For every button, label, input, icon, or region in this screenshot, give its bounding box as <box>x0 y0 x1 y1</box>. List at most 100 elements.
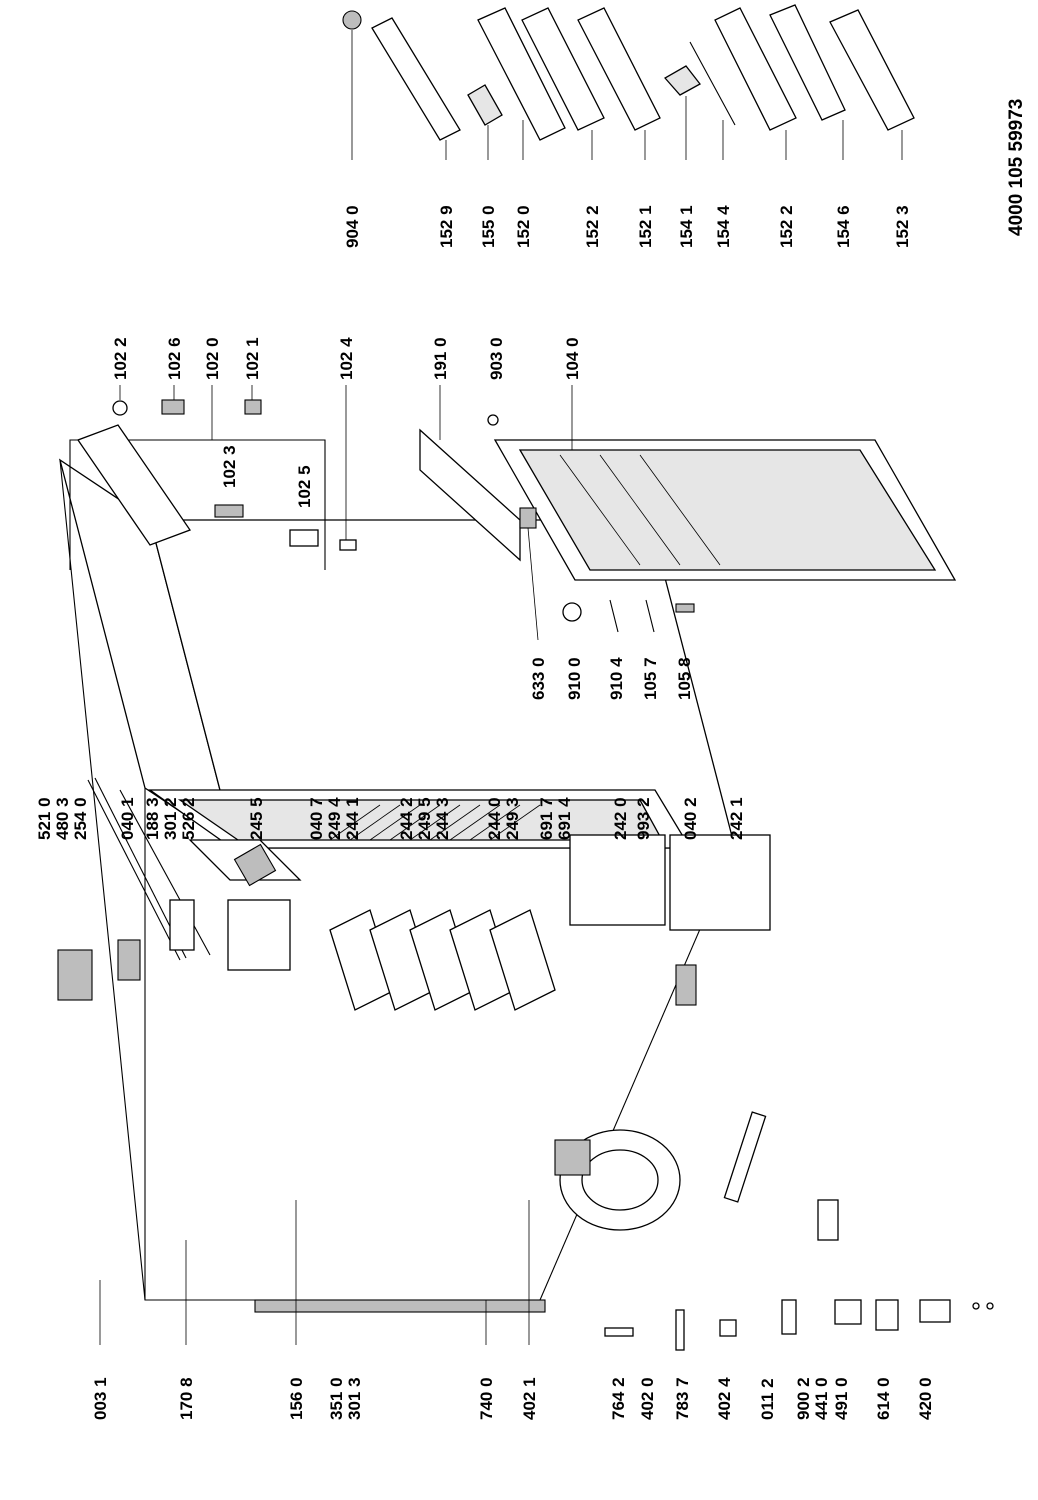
label-4020: 402 0 <box>638 1377 657 1420</box>
hinge-0402 <box>675 964 697 1006</box>
document-number: 4000 105 59973 <box>1006 99 1027 236</box>
top-trim-strip <box>87 779 181 961</box>
label-9100: 910 0 <box>565 657 584 700</box>
label-5262: 526 2 <box>179 797 198 840</box>
shelf-1529 <box>371 17 461 141</box>
door-bottom-labels: 633 0 910 0 910 4 105 7 105 8 <box>529 657 694 700</box>
label-2493: 249 3 <box>503 797 522 840</box>
label-1560: 156 0 <box>287 1377 306 1420</box>
cabinet-right-labels: 521 0 480 3 254 0 040 1 188 3 301 2 526 … <box>35 797 746 840</box>
label-9002: 900 2 <box>794 1377 813 1420</box>
label-0402: 040 2 <box>681 797 700 840</box>
part-6330 <box>519 507 537 529</box>
label-4200: 420 0 <box>916 1377 935 1420</box>
cabinet-left-leaders <box>99 1200 530 1345</box>
label-9040: 904 0 <box>343 205 362 248</box>
label-2420: 242 0 <box>611 797 630 840</box>
label-6917: 691 7 <box>537 797 556 840</box>
crisper-drawer-2421 <box>669 834 771 931</box>
label-4803: 480 3 <box>53 797 72 840</box>
part-7837 <box>675 1309 685 1351</box>
label-4910: 491 0 <box>832 1377 851 1420</box>
label-1523: 152 3 <box>893 205 912 248</box>
bar-1546 <box>769 4 846 121</box>
glass-shelves <box>329 909 556 1011</box>
shelf-1521 <box>577 7 661 131</box>
label-1020: 102 0 <box>203 337 222 380</box>
light-cover-5262 <box>169 899 195 951</box>
label-4024: 402 4 <box>715 1377 734 1420</box>
part-4910 <box>834 1299 862 1325</box>
part-1541 <box>663 65 701 96</box>
label-5210: 521 0 <box>35 797 54 840</box>
part-7642 <box>604 1327 634 1337</box>
part-1025 <box>289 529 319 547</box>
label-1023: 102 3 <box>220 445 239 488</box>
label-1529: 152 9 <box>437 205 456 248</box>
egg-tray-1550 <box>467 84 503 126</box>
label-0112: 011 2 <box>758 1378 777 1420</box>
label-6330: 633 0 <box>529 657 548 700</box>
label-2443: 244 3 <box>433 797 452 840</box>
label-0401: 040 1 <box>118 797 137 840</box>
label-1521: 152 1 <box>636 205 655 248</box>
door-shelves-leaders <box>351 30 903 160</box>
shelf-1523 <box>829 9 915 131</box>
front-plinth <box>723 1111 767 1203</box>
part-1022 <box>112 400 128 416</box>
ice-cube-tray <box>233 843 277 887</box>
freezer-flap-1020 <box>76 424 192 546</box>
label-2441: 244 1 <box>343 797 362 840</box>
shelf-1522a <box>521 7 605 131</box>
label-1541: 154 1 <box>677 205 696 248</box>
label-1883: 188 3 <box>143 797 162 840</box>
label-1522b: 152 2 <box>777 205 796 248</box>
label-4410: 441 0 <box>812 1377 831 1420</box>
label-9932: 993 2 <box>634 797 653 840</box>
label-2442: 244 2 <box>397 797 416 840</box>
part-1024 <box>339 539 357 551</box>
label-1057: 105 7 <box>641 657 660 700</box>
door-shelves-labels: 904 0 152 9 155 0 152 0 152 2 152 1 154 … <box>343 205 912 248</box>
label-2495: 249 5 <box>415 797 434 840</box>
part-1026 <box>161 399 185 415</box>
wire-basket-2455 <box>227 899 291 971</box>
compressor <box>581 1149 659 1211</box>
label-1022: 102 2 <box>111 337 130 380</box>
label-3510: 351 0 <box>327 1377 346 1420</box>
label-2421: 242 1 <box>727 797 746 840</box>
part-9104 <box>609 599 619 633</box>
part-4410 <box>817 1199 839 1241</box>
label-2494: 249 4 <box>325 797 344 840</box>
label-1026: 102 6 <box>165 337 184 380</box>
label-1021: 102 1 <box>243 337 262 380</box>
label-0031: 003 1 <box>91 1377 110 1420</box>
shelf-runners <box>329 804 541 841</box>
label-9104: 910 4 <box>607 657 626 700</box>
label-1708: 170 8 <box>177 1377 196 1420</box>
label-1522a: 152 2 <box>583 205 602 248</box>
compressor-relay <box>554 1139 591 1176</box>
label-2440: 244 0 <box>485 797 504 840</box>
label-0407: 040 7 <box>307 797 326 840</box>
door-top-leaders <box>119 385 573 540</box>
part-9030 <box>487 414 499 426</box>
label-1520: 152 0 <box>514 205 533 248</box>
bar-1544 <box>689 41 736 126</box>
part-4024 <box>719 1319 737 1337</box>
part-6140 <box>875 1299 899 1331</box>
shelf-1520 <box>477 7 566 141</box>
back-condenser-strip <box>254 1299 546 1313</box>
label-1910: 191 0 <box>431 337 450 380</box>
door-bottom-leaders <box>527 527 539 641</box>
part-1058 <box>675 603 695 613</box>
label-4021: 402 1 <box>520 1377 539 1420</box>
label-1544: 154 4 <box>714 205 733 248</box>
part-1023 <box>214 504 244 518</box>
label-1058: 105 8 <box>675 657 694 700</box>
label-3013: 301 3 <box>345 1377 364 1420</box>
label-1040: 104 0 <box>563 337 582 380</box>
cabinet-assembly <box>57 458 994 1351</box>
label-1546: 154 6 <box>834 205 853 248</box>
